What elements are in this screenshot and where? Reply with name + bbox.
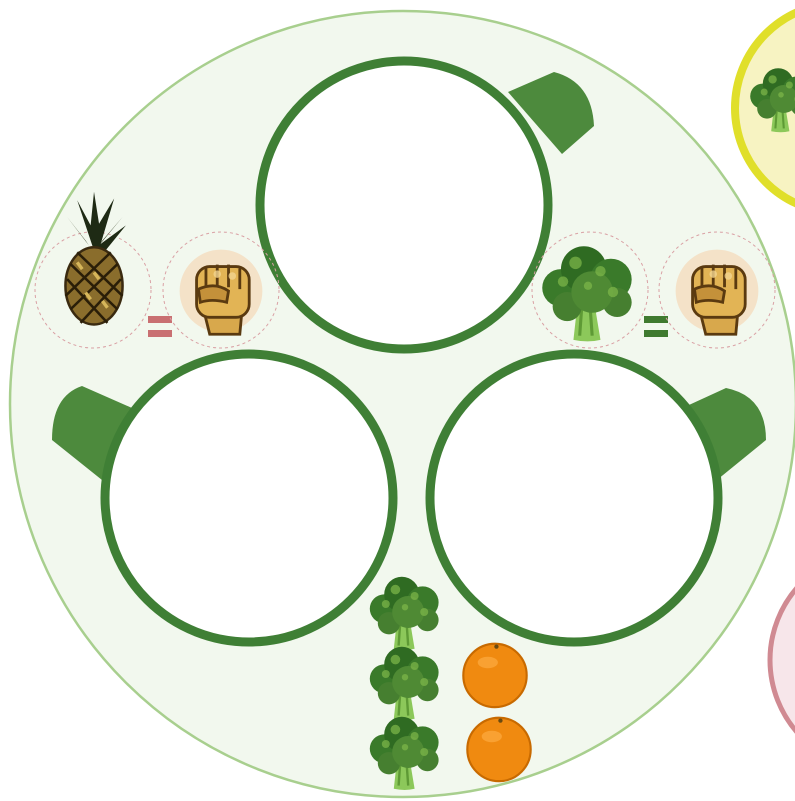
orange-icon <box>467 718 530 781</box>
pink-edge-circle <box>770 550 795 770</box>
orange-icon <box>463 644 526 707</box>
yellow-edge-circle <box>735 3 795 213</box>
bowl-rim <box>260 61 548 349</box>
bowl-rim <box>105 354 393 642</box>
bowl-rim <box>430 354 718 642</box>
